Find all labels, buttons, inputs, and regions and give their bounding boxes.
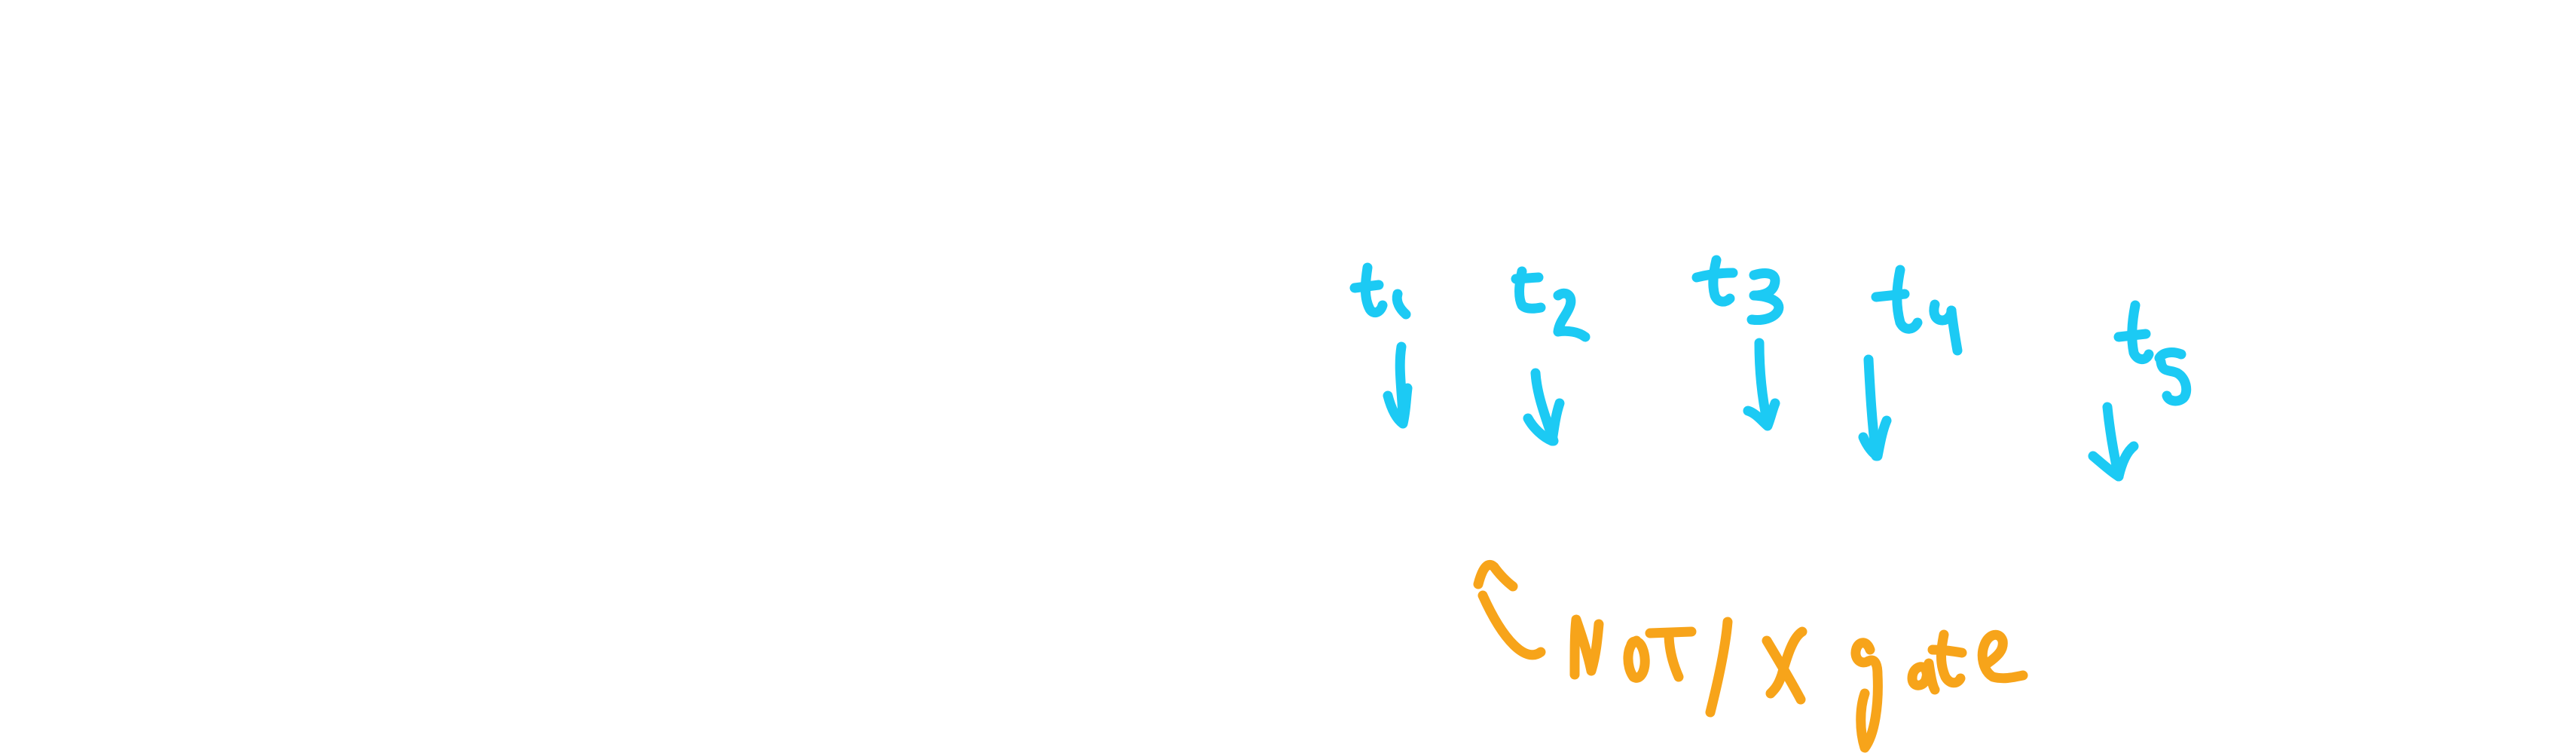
gate-annotation-handwriting xyxy=(1569,614,2028,753)
time-label-t5 xyxy=(2113,300,2192,406)
curved-arrow-icon xyxy=(1473,560,1546,660)
time-label-t4 xyxy=(1871,265,1963,356)
arrow-down-icon-t3 xyxy=(1743,338,1780,431)
arrow-down-icon-t4 xyxy=(1858,354,1892,461)
time-label-t1 xyxy=(1349,262,1411,320)
arrow-down-icon-t2 xyxy=(1523,368,1565,446)
arrow-down-icon-t1 xyxy=(1383,341,1413,429)
arrow-down-icon-t5 xyxy=(2088,402,2139,482)
time-label-t3 xyxy=(1691,255,1784,325)
time-label-t2 xyxy=(1511,266,1591,342)
